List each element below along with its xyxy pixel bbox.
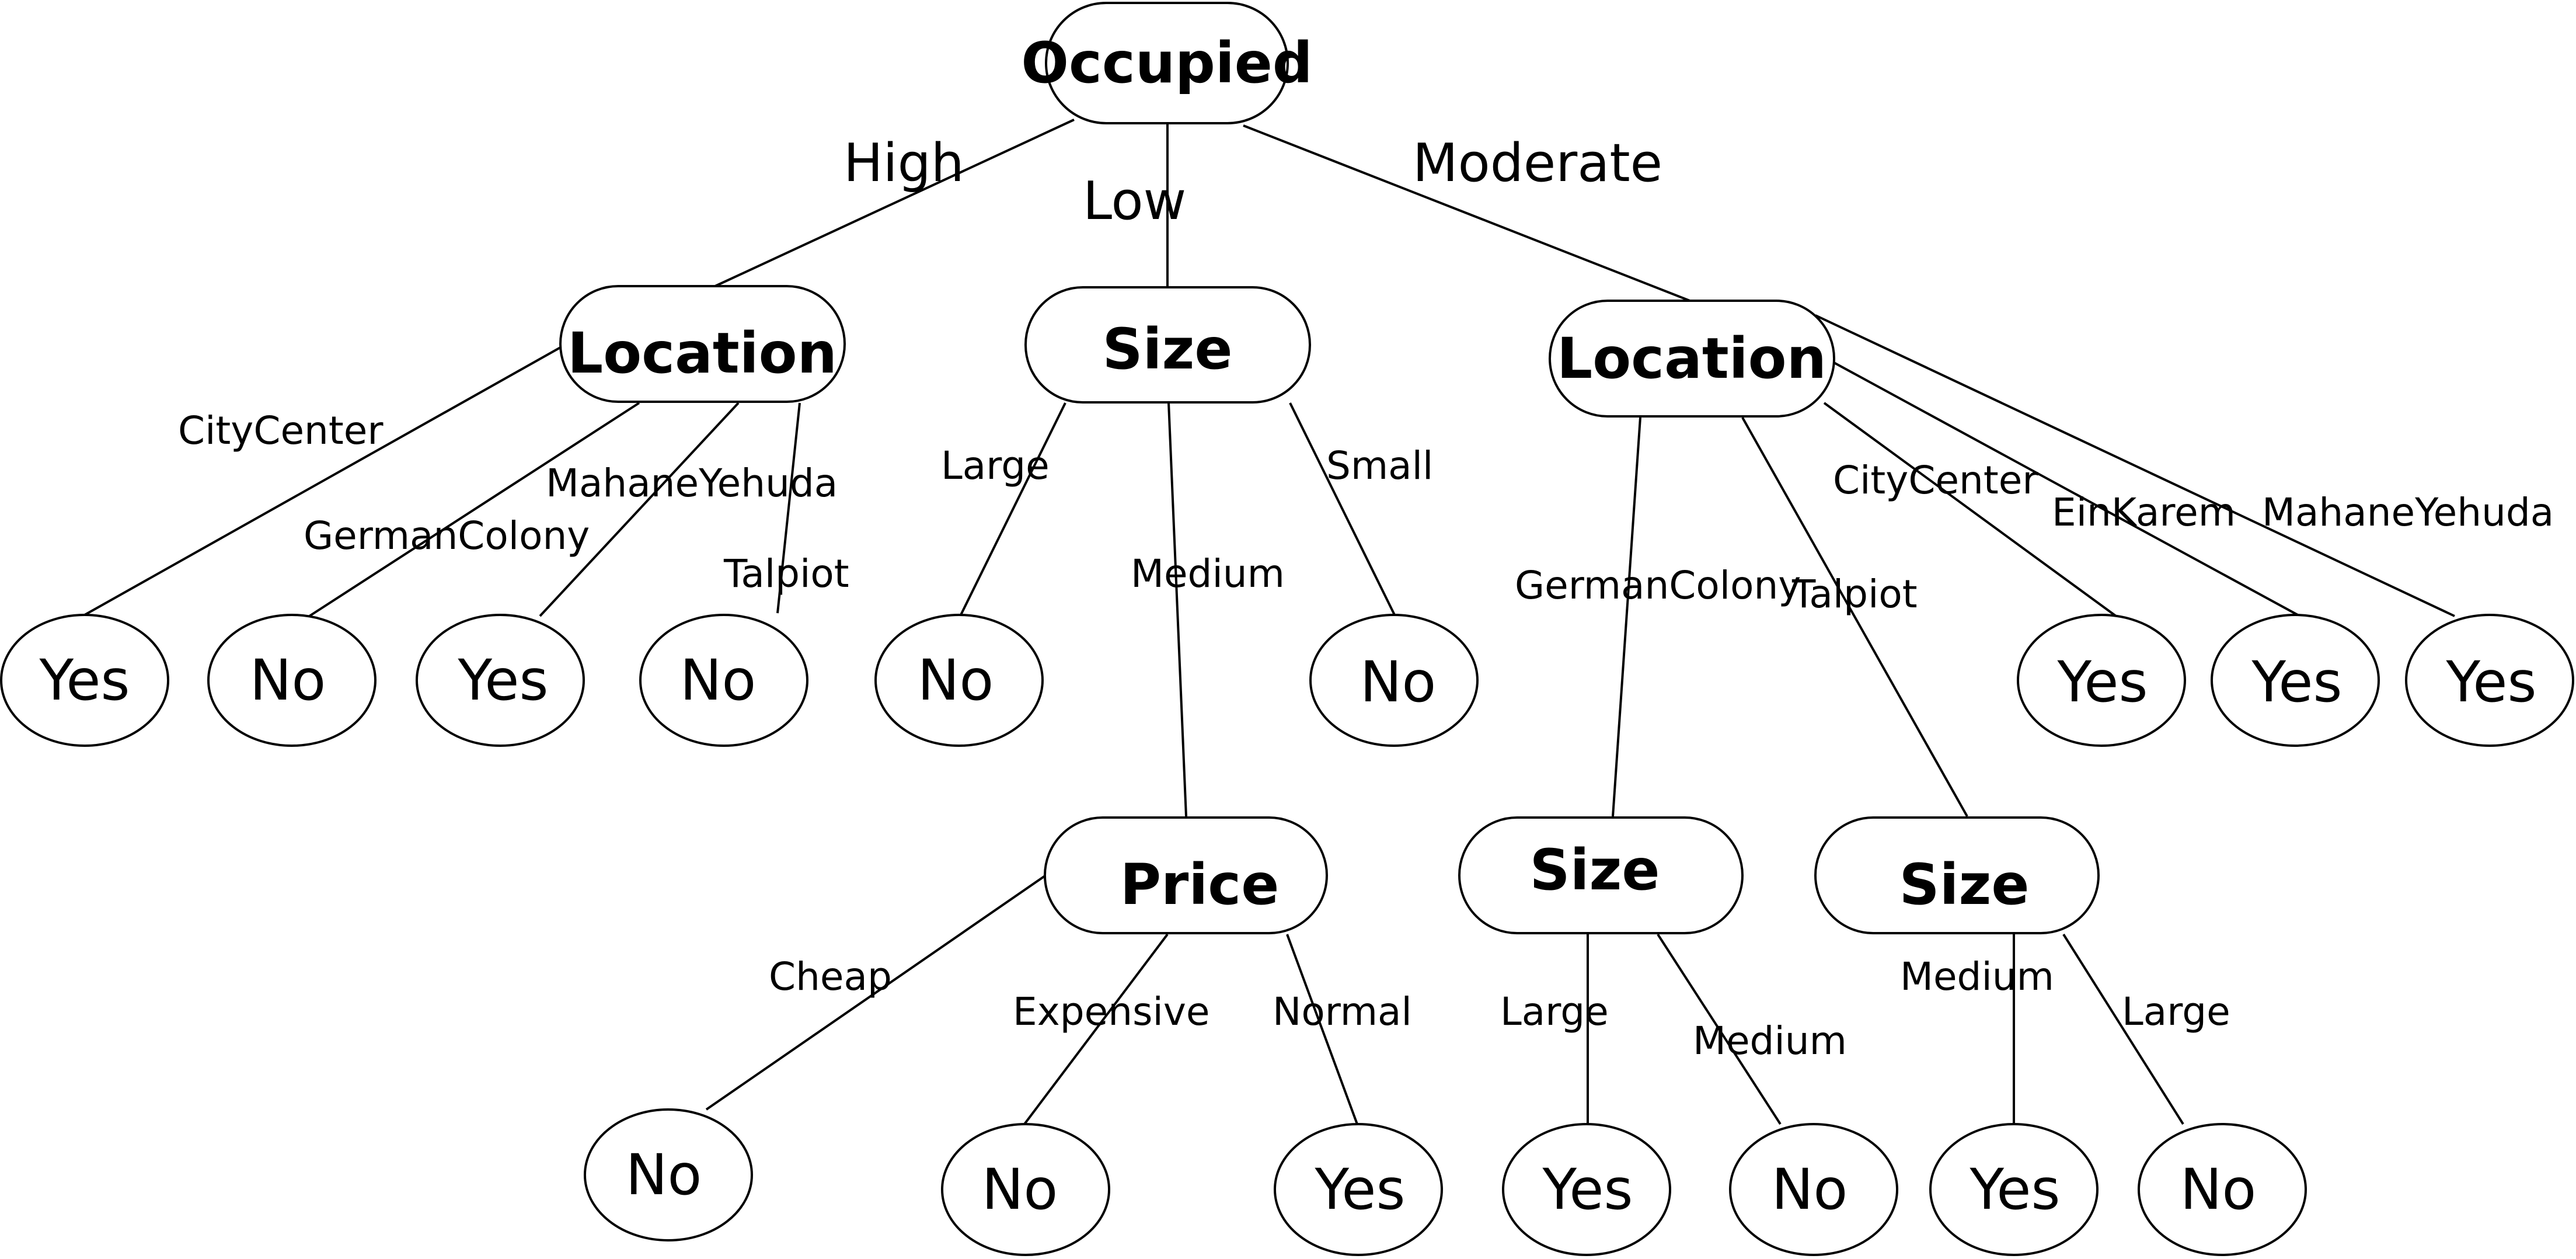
- edge-moderate: [1243, 124, 1690, 302]
- leaf-4-label: No: [680, 648, 757, 713]
- edge-label-expensive: Expensive: [1013, 989, 1209, 1034]
- leaf-4: No: [639, 614, 808, 747]
- edge-label-medium-2: Medium: [1693, 1018, 1847, 1063]
- edge-small-1: [1289, 402, 1396, 617]
- node-occupied: Occupied: [1021, 2, 1313, 124]
- leaf-10: No: [584, 1108, 753, 1241]
- leaf-8: Yes: [2211, 614, 2380, 747]
- edge-label-large-3: Large: [2122, 989, 2230, 1034]
- edge-expensive: [1023, 933, 1169, 1125]
- leaf-nodes: Yes No Yes No No No Yes Yes: [0, 614, 2574, 1256]
- edge-label-mahaneyehuda-2: MahaneYehuda: [2262, 490, 2554, 535]
- node-price: Price: [1044, 816, 1328, 934]
- leaf-6: No: [1309, 614, 1479, 747]
- leaf-5: No: [874, 614, 1044, 747]
- node-location-moderate: Location: [1549, 300, 1835, 418]
- edge-medium-1: [1167, 402, 1187, 817]
- edge-label-small-1: Small: [1326, 443, 1433, 488]
- edge-label-large-1: Large: [941, 443, 1050, 488]
- node-price-label: Price: [1120, 852, 1280, 917]
- leaf-13-label: Yes: [1542, 1157, 1633, 1222]
- leaf-14: No: [1729, 1123, 1898, 1256]
- edge-mahaneyehuda-2: [1815, 314, 2455, 617]
- node-size-low: Size: [1024, 286, 1311, 404]
- leaf-1-label: Yes: [39, 648, 130, 713]
- edge-label-high: High: [843, 133, 964, 194]
- edge-label-large-2: Large: [1500, 989, 1609, 1034]
- edge-label-moderate: Moderate: [1413, 133, 1662, 194]
- leaf-2-label: No: [250, 648, 326, 713]
- leaf-10-label: No: [626, 1142, 702, 1208]
- internal-nodes: Occupied Location Size Location Price Si…: [559, 2, 2100, 934]
- edge-label-mahaneyehuda-1: MahaneYehuda: [546, 461, 838, 506]
- leaf-16-label: No: [2180, 1157, 2257, 1222]
- edge-germancolony-2: [1612, 417, 1641, 817]
- edge-label-low: Low: [1083, 171, 1186, 232]
- leaf-16: No: [2138, 1123, 2307, 1256]
- leaf-15-label: Yes: [1970, 1157, 2061, 1222]
- leaf-14-label: No: [1772, 1157, 1848, 1222]
- edge-einkarem-2: [1832, 361, 2300, 617]
- leaf-9-label: Yes: [2446, 649, 2537, 715]
- node-size-germancolony: Size: [1458, 816, 1744, 934]
- leaf-7-label: Yes: [2057, 649, 2148, 715]
- edge-mahaneyehuda-1: [539, 402, 740, 617]
- edge-label-normal: Normal: [1273, 989, 1412, 1034]
- leaf-3-label: Yes: [458, 648, 549, 713]
- edge-label-talpiot-1: Talpiot: [723, 551, 849, 596]
- edge-cheap: [705, 875, 1046, 1111]
- leaf-7: Yes: [2017, 614, 2186, 747]
- edge-high: [714, 119, 1075, 287]
- leaf-13: Yes: [1502, 1123, 1671, 1256]
- edge-label-einkarem-2: EinKarem: [2052, 490, 2236, 535]
- leaf-1: Yes: [0, 614, 169, 747]
- node-location-moderate-label: Location: [1557, 326, 1826, 391]
- node-size-talpiot: Size: [1814, 816, 2100, 934]
- leaf-9: Yes: [2405, 614, 2574, 747]
- edge-labels: High Low Moderate CityCenter GermanColon…: [178, 133, 2554, 1063]
- edge-label-medium-3: Medium: [1900, 954, 2054, 999]
- edge-large-3: [2062, 933, 2184, 1125]
- edge-medium-2: [1657, 933, 1782, 1125]
- leaf-2: No: [207, 614, 377, 747]
- edge-label-citycenter-2: CityCenter: [1833, 458, 2038, 503]
- edge-label-germancolony-2: GermanColony: [1515, 563, 1801, 608]
- edge-label-medium-1: Medium: [1131, 551, 1285, 596]
- node-location-high-label: Location: [567, 321, 837, 386]
- edge-talpiot-1: [776, 402, 801, 614]
- node-size-low-label: Size: [1102, 317, 1232, 382]
- edge-talpiot-2: [1741, 417, 1968, 817]
- leaf-11-label: No: [982, 1157, 1058, 1222]
- leaf-12-label: Yes: [1315, 1157, 1406, 1222]
- node-size-talpiot-label: Size: [1899, 852, 2029, 917]
- leaf-12: Yes: [1274, 1123, 1443, 1256]
- node-location-high: Location: [559, 285, 846, 403]
- edge-citycenter-1: [84, 346, 561, 616]
- leaf-15: Yes: [1929, 1123, 2099, 1256]
- leaf-8-label: Yes: [2251, 649, 2343, 715]
- leaf-3: Yes: [416, 614, 585, 747]
- leaf-6-label: No: [1360, 649, 1437, 715]
- node-occupied-label: Occupied: [1021, 30, 1312, 96]
- edge-label-talpiot-2: Talpiot: [1791, 572, 1918, 617]
- edge-normal: [1286, 934, 1358, 1125]
- edge-label-cheap: Cheap: [769, 954, 892, 999]
- leaf-11: No: [941, 1123, 1110, 1256]
- edge-citycenter-2: [1823, 402, 2117, 617]
- edge-label-citycenter-1: CityCenter: [178, 408, 384, 453]
- edge-label-germancolony-1: GermanColony: [304, 513, 590, 558]
- edge-germancolony-1: [308, 402, 640, 617]
- node-size-germancolony-label: Size: [1529, 837, 1660, 903]
- edges: [84, 119, 2455, 1125]
- edge-large-1: [959, 402, 1066, 617]
- leaf-5-label: No: [918, 648, 994, 713]
